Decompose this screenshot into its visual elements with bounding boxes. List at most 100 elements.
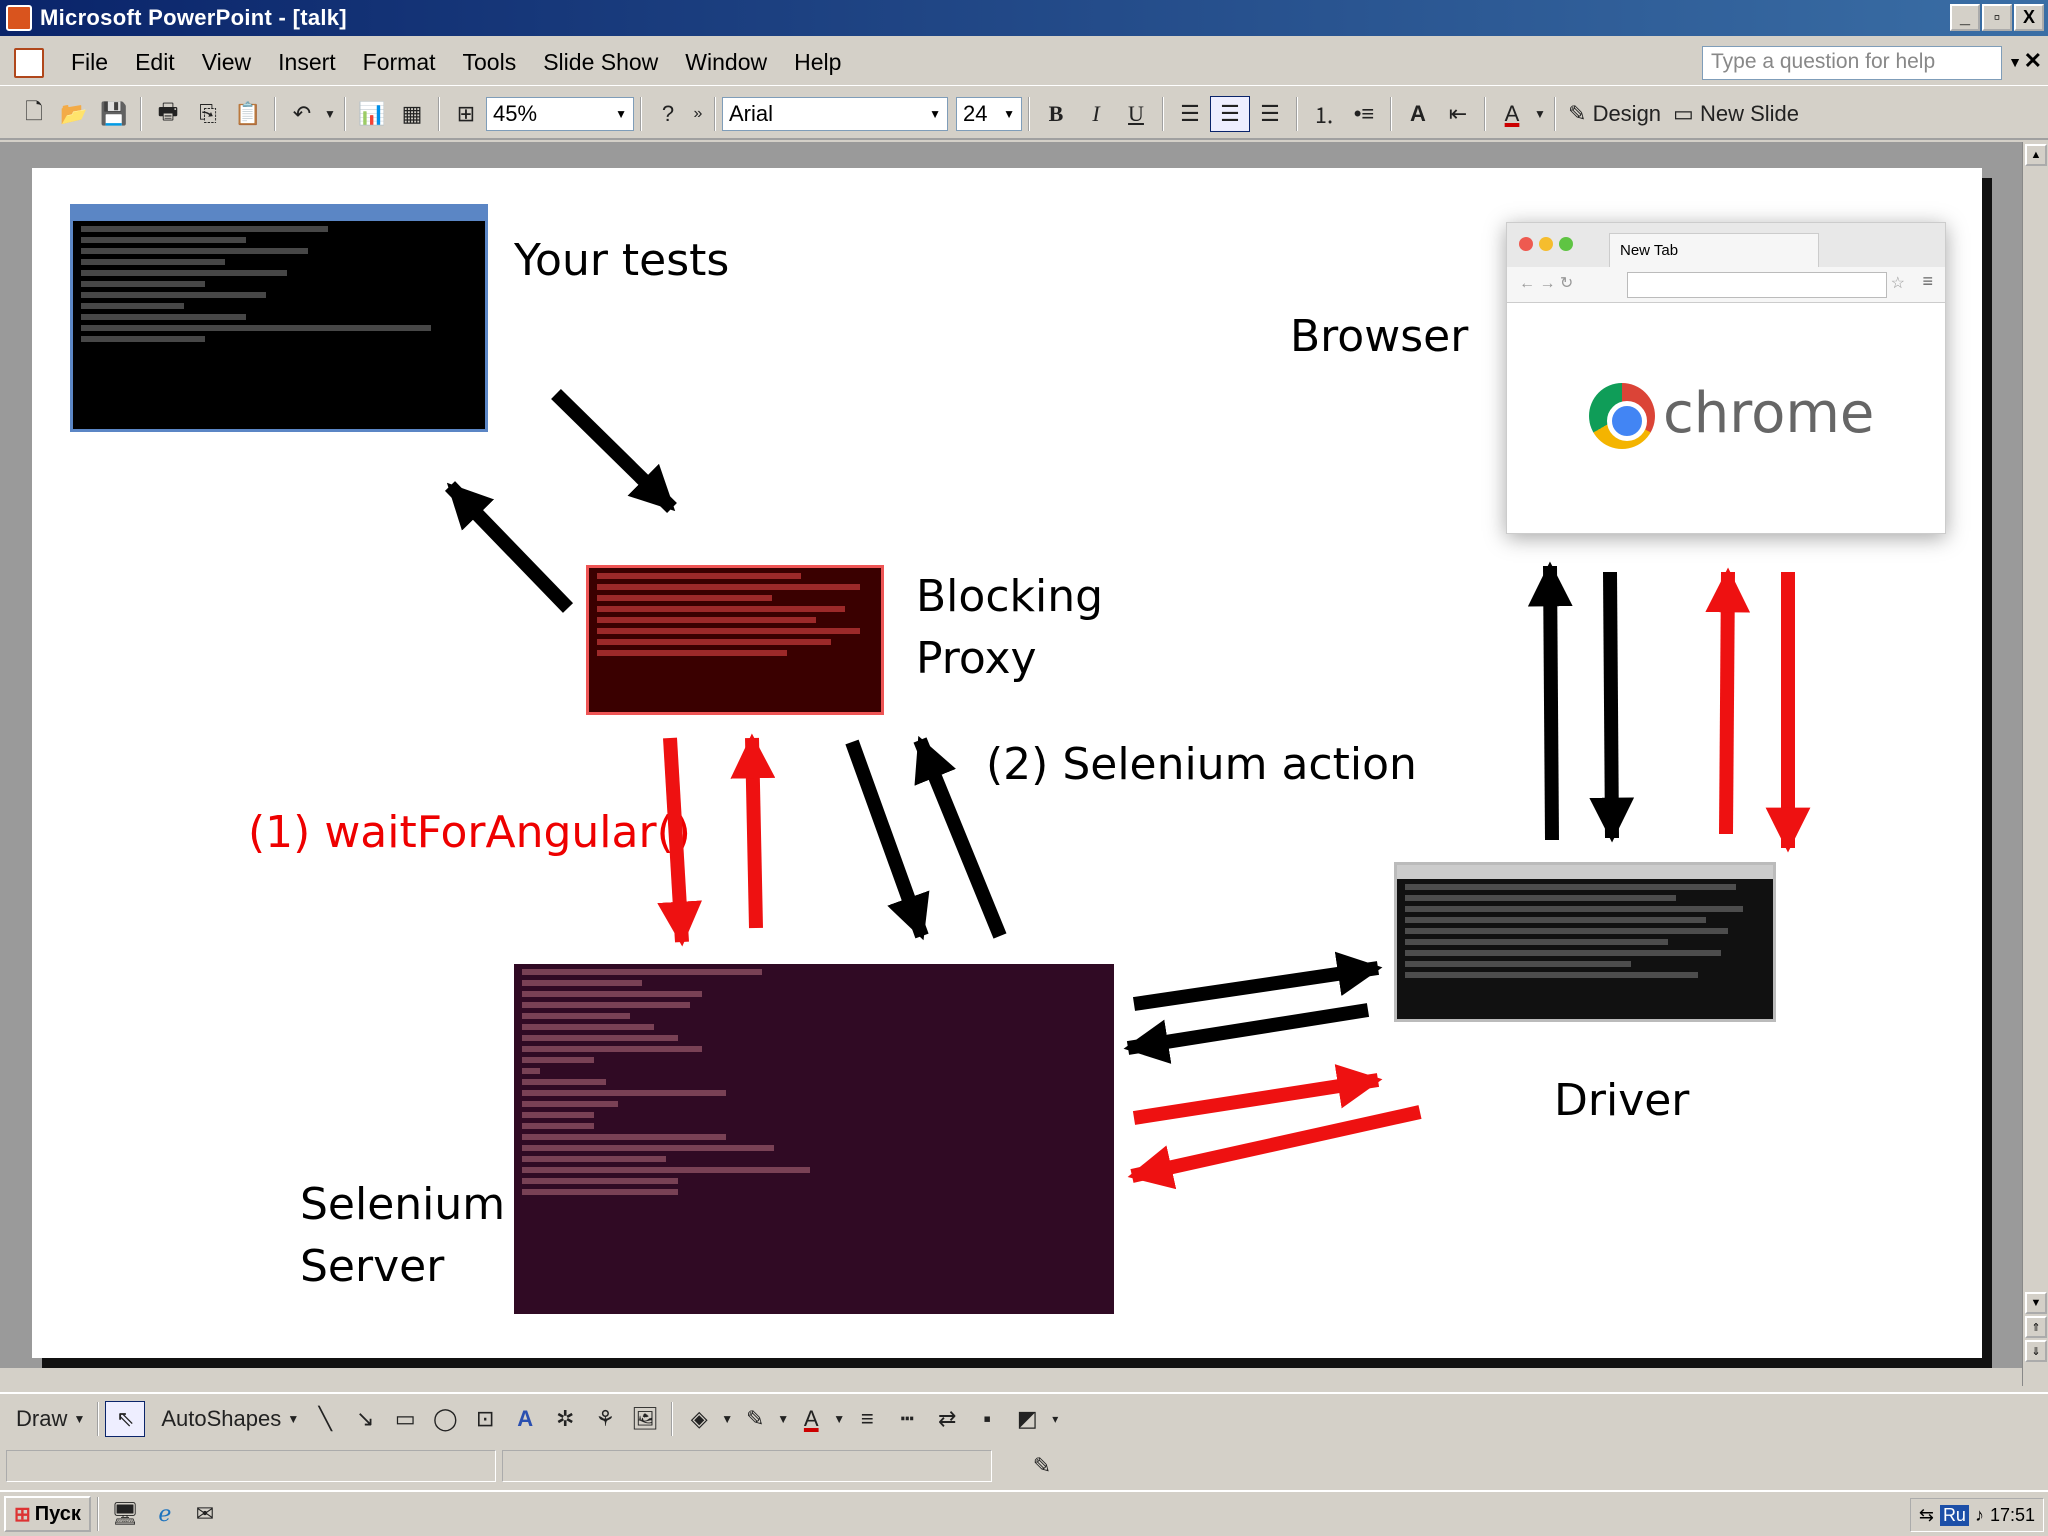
grid-icon[interactable]: ⊞ [456, 101, 476, 126]
help-dropdown-icon[interactable]: ▼ [2008, 54, 2022, 70]
new-icon[interactable]: 🗋 [25, 99, 43, 124]
slide-canvas[interactable]: Your tests Blocking Proxy Browser (2) Se… [32, 168, 1982, 1358]
arrow-proxy-to-tests [444, 481, 574, 613]
restore-button[interactable]: ▫ [1982, 4, 2012, 31]
new-slide-button[interactable]: ▭ New Slide [1667, 96, 1805, 132]
help-icon[interactable]: ? [661, 101, 675, 126]
next-slide-icon[interactable]: ⇓ [2025, 1340, 2047, 1362]
3d-icon[interactable]: ◩ [1016, 1406, 1038, 1431]
menu-insert[interactable]: Insert [278, 49, 336, 75]
menu-window[interactable]: Window [685, 49, 768, 75]
language-indicator[interactable]: Ru [1939, 1504, 1969, 1526]
menu-format[interactable]: Format [362, 49, 436, 75]
chevron-down-icon[interactable]: ▼ [721, 1412, 734, 1426]
insert-chart-icon[interactable]: 📊 [358, 101, 386, 126]
arrow-driver-to-browser-black [1527, 561, 1573, 841]
open-icon[interactable]: 📂 [60, 101, 88, 126]
bold-button[interactable]: B [1048, 101, 1064, 126]
copy-icon[interactable]: ⎘ [199, 101, 217, 126]
oval-icon[interactable]: ◯ [432, 1406, 458, 1431]
chevron-down-icon: ▼ [615, 107, 627, 121]
save-icon[interactable]: 💾 [100, 101, 128, 126]
font-color-icon[interactable]: A [803, 1406, 819, 1431]
line-icon[interactable]: ╲ [318, 1406, 332, 1431]
print-icon[interactable]: 🖶 [157, 99, 179, 124]
font-color-icon[interactable]: A [1504, 101, 1520, 126]
spelling-icon[interactable]: ✎ [1032, 1453, 1052, 1478]
select-objects-icon[interactable]: ⇖ [105, 1401, 146, 1437]
volume-icon[interactable]: ♪ [1974, 1504, 1984, 1525]
paste-icon[interactable]: 📋 [234, 101, 262, 126]
menu-tools[interactable]: Tools [462, 49, 517, 75]
font-size-select[interactable]: 24▼ [956, 97, 1022, 131]
minimize-dot-icon [1539, 237, 1553, 251]
menu-help[interactable]: Help [794, 49, 842, 75]
network-icon[interactable]: ⇆ [1918, 1504, 1934, 1525]
font-color-dropdown-icon[interactable]: ▼ [1534, 107, 1546, 121]
separator [344, 97, 346, 131]
chevron-down-icon[interactable]: ▼ [777, 1412, 790, 1426]
increase-font-icon[interactable]: A [1410, 101, 1426, 126]
separator [1162, 97, 1164, 131]
text-box-icon[interactable]: ⊡ [476, 1406, 495, 1431]
previous-slide-icon[interactable]: ⇑ [2025, 1316, 2047, 1338]
draw-menu-button[interactable]: Draw ▼ [10, 1401, 91, 1437]
diagram-icon[interactable]: ✲ [556, 1406, 575, 1431]
menu-edit[interactable]: Edit [135, 49, 175, 75]
menu-file[interactable]: File [71, 49, 109, 75]
italic-button[interactable]: I [1092, 101, 1100, 126]
close-button[interactable]: X [2014, 4, 2044, 31]
undo-dropdown-icon[interactable]: ▼ [324, 107, 336, 121]
label-your-tests: Your tests [514, 235, 730, 286]
dash-style-icon[interactable]: ┅ [900, 1406, 914, 1431]
status-cell-design [502, 1450, 992, 1482]
autoshapes-menu-button[interactable]: AutoShapes ▼ [155, 1401, 305, 1437]
font-select[interactable]: Arial▼ [722, 97, 948, 131]
menu-view[interactable]: View [201, 49, 252, 75]
document-close-icon[interactable]: ✕ [2023, 48, 2042, 73]
toolbar-options-icon[interactable]: ▾ [1052, 1412, 1059, 1426]
clip-art-icon[interactable]: ⚘ [595, 1406, 616, 1431]
undo-icon[interactable]: ↶ [292, 101, 312, 126]
arrow-tests-to-proxy [551, 389, 677, 513]
omnibox [1627, 272, 1887, 298]
decrease-indent-icon[interactable]: ⇤ [1448, 101, 1468, 126]
start-button[interactable]: ⊞Пуск [4, 1496, 91, 1532]
wordart-icon[interactable]: A [517, 1406, 534, 1431]
new-slide-icon: ▭ [1673, 101, 1694, 126]
label-wait-for-angular: (1) waitForAngular() [248, 807, 691, 858]
line-color-icon[interactable]: ✎ [746, 1406, 765, 1431]
help-search-input[interactable]: Type a question for help [1702, 46, 2002, 80]
line-style-icon[interactable]: ≡ [860, 1406, 874, 1431]
underline-button[interactable]: U [1128, 101, 1144, 126]
shadow-icon[interactable]: ▪ [983, 1406, 992, 1431]
arrow-icon[interactable]: ↘ [356, 1406, 375, 1431]
minimize-button[interactable]: _ [1950, 4, 1980, 31]
design-button[interactable]: ✎ Design [1562, 96, 1667, 132]
window-title: Microsoft PowerPoint - [talk] [40, 5, 347, 30]
bullets-icon[interactable]: •≡ [1353, 101, 1375, 126]
align-center-icon[interactable]: ☰ [1210, 96, 1250, 132]
numbering-icon[interactable]: ⒈ [1312, 103, 1335, 128]
chevron-down-icon[interactable]: ▼ [833, 1412, 846, 1426]
internet-explorer-icon[interactable]: ℯ [158, 1501, 172, 1526]
scroll-down-icon[interactable]: ▼ [2025, 1292, 2047, 1314]
insert-table-icon[interactable]: ▦ [401, 101, 423, 126]
arrow-style-icon[interactable]: ⇄ [938, 1406, 957, 1431]
fill-color-icon[interactable]: ◈ [690, 1406, 708, 1431]
driver-terminal-image [1394, 862, 1776, 1022]
picture-icon[interactable]: 🖼 [631, 1406, 660, 1431]
show-desktop-icon[interactable]: 🖥 [110, 1501, 139, 1526]
quick-launch-icon[interactable]: ✉ [195, 1501, 215, 1526]
scroll-up-icon[interactable]: ▲ [2025, 144, 2047, 166]
toolbar-options-icon[interactable]: » [693, 105, 703, 122]
zoom-select[interactable]: 45%▼ [486, 97, 634, 131]
align-right-icon[interactable]: ☰ [1260, 101, 1280, 126]
menu-slide-show[interactable]: Slide Show [543, 49, 659, 75]
document-icon[interactable] [14, 47, 44, 78]
chrome-browser-image: New Tab ← → ↻ ☆ ≡ chrome [1506, 222, 1946, 534]
back-forward-reload-icon: ← → ↻ [1519, 275, 1574, 292]
vertical-scrollbar[interactable]: ▲ ▼ ⇑ ⇓ [2022, 142, 2048, 1386]
align-left-icon[interactable]: ☰ [1180, 101, 1200, 126]
rectangle-icon[interactable]: ▭ [394, 1406, 416, 1431]
